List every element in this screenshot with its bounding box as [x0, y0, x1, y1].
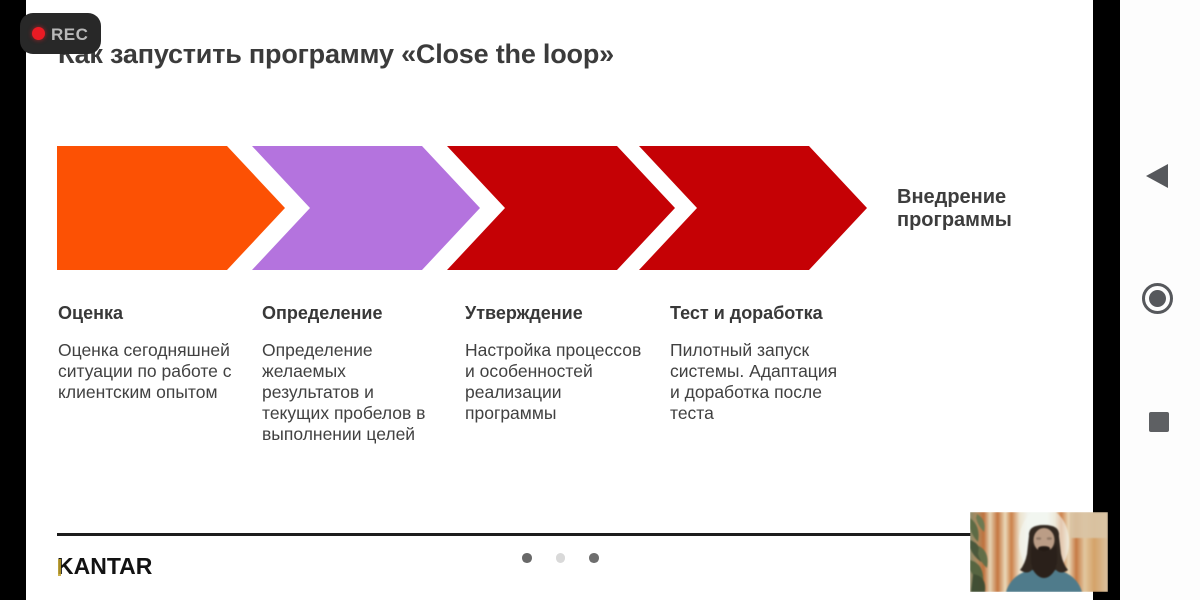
person	[1006, 525, 1082, 592]
back-icon[interactable]	[1146, 164, 1168, 188]
pagination-dot-1	[522, 553, 532, 563]
letterbox-right	[1093, 0, 1120, 600]
kantar-logo: KANTAR	[57, 553, 153, 579]
outcome-label: Внедрение программы	[897, 186, 1012, 231]
rec-indicator: REC	[20, 13, 101, 54]
divider-line	[57, 533, 1091, 536]
process-arrow-3	[447, 146, 675, 270]
step-heading-1: Оценка	[58, 303, 123, 323]
step-description-4: Пилотный запуск системы. Адаптация и дор…	[670, 340, 838, 423]
step-heading-3: Утверждение	[465, 303, 583, 323]
presentation-slide: Как запустить программу «Close the loop»…	[26, 0, 1093, 600]
letterbox-left	[0, 0, 26, 600]
step-heading-2: Определение	[262, 303, 383, 323]
step-heading-4: Тест и доработка	[670, 303, 823, 323]
home-icon[interactable]	[1142, 283, 1173, 314]
kantar-logo-accent	[58, 559, 61, 576]
recents-icon[interactable]	[1149, 412, 1169, 432]
pagination	[522, 553, 599, 563]
webcam-thumbnail[interactable]	[970, 512, 1108, 592]
rec-label: REC	[51, 25, 89, 44]
step-description-3: Настройка процессов и особенностей реали…	[465, 340, 642, 423]
pagination-dot-2	[555, 553, 565, 563]
rec-dot-icon	[32, 27, 45, 40]
step-description-2: Определение желаемых результатов и текущ…	[262, 340, 426, 444]
step-description-1: Оценка сегодняшней ситуации по работе с …	[58, 340, 232, 402]
android-nav-bar	[1120, 0, 1200, 600]
webcam-video	[970, 512, 1108, 592]
home-icon-inner	[1149, 290, 1166, 307]
pagination-dot-3	[589, 553, 599, 563]
plant	[970, 514, 988, 592]
process-arrow-1	[57, 146, 285, 270]
slide-title: Как запустить программу «Close the loop»	[58, 39, 614, 69]
process-arrow-2	[252, 146, 480, 270]
